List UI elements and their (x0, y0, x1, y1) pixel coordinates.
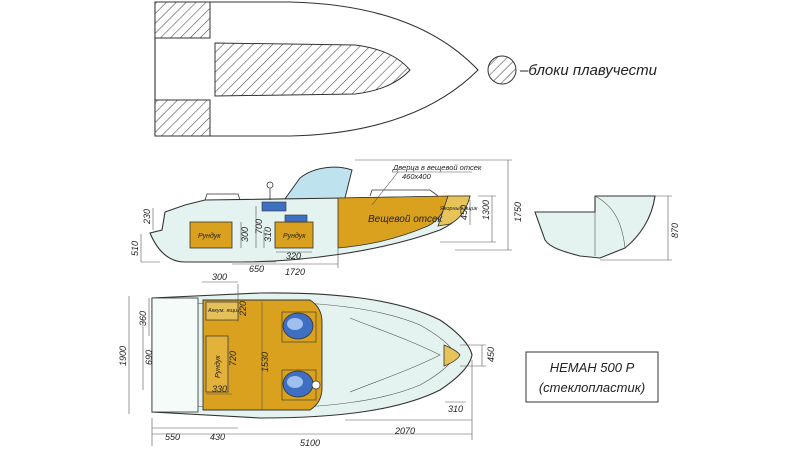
dim-870: 870 (670, 223, 680, 238)
dim-700: 700 (254, 219, 264, 234)
dim-220: 220 (238, 301, 248, 317)
legend: –блоки плавучести (487, 55, 658, 85)
bow-hatch (443, 344, 461, 367)
windshield (280, 166, 353, 204)
plan-dimensions: 300 220 360 690 1900 720 1530 330 550 43… (118, 272, 496, 448)
dim-1720: 1720 (285, 267, 305, 277)
compartment-label: Вещевой отсек (368, 214, 444, 225)
dim-360: 360 (138, 311, 148, 326)
locker-label-front: Рундук (283, 232, 306, 240)
anchor-label: Якорный ящик (439, 205, 478, 212)
rear-rail (204, 193, 241, 201)
side-view: Дверца в вещевой отсек 460х400 Вещевой о… (130, 159, 523, 277)
side-seat-low (284, 214, 308, 223)
dim-330: 330 (212, 384, 227, 394)
door-size: 460х400 (402, 172, 432, 181)
section-view: 870 (534, 195, 680, 261)
dim-1900: 1900 (118, 346, 128, 366)
dim-230: 230 (142, 209, 152, 225)
dim-300-plan: 300 (212, 272, 227, 282)
model-name: НЕМАН 500 Р (550, 360, 635, 375)
battery-label: Аккум. ящик (207, 308, 240, 314)
title-box: НЕМАН 500 Р (стекло­пластик) (525, 351, 659, 403)
material: (стекло­пластик) (539, 380, 645, 395)
side-dimensions: 230 510 300 700 310 320 650 1720 450 130… (130, 159, 523, 277)
buoyancy-plan (154, 1, 479, 137)
front-rail (369, 189, 439, 197)
plan-view: Аккум. ящик Рундук 300 220 360 690 1900 … (118, 272, 496, 448)
dim-720: 720 (228, 351, 238, 366)
locker-rear (189, 221, 233, 249)
dim-1750: 1750 (513, 202, 523, 222)
dim-450-plan: 450 (486, 347, 496, 362)
dim-310: 310 (263, 227, 273, 242)
dim-1300: 1300 (481, 200, 491, 220)
dim-300: 300 (240, 227, 250, 242)
plan-locker-label: Рундук (214, 355, 222, 378)
legend-hatch-swatch (487, 55, 517, 85)
dim-310-plan: 310 (448, 404, 463, 414)
dim-510: 510 (130, 241, 140, 256)
dim-1530: 1530 (260, 352, 270, 372)
buoyancy-block-rear-top (154, 1, 211, 39)
locker-label-rear: Рундук (198, 232, 221, 240)
side-seat (261, 201, 287, 212)
dim-550: 550 (165, 432, 180, 442)
buoyancy-block-rear-bottom (154, 99, 211, 137)
dim-5100: 5100 (300, 438, 320, 448)
dim-650: 650 (249, 264, 264, 274)
legend-label: –блоки плавучести (519, 62, 658, 79)
dim-690: 690 (144, 350, 154, 365)
door-label: Дверца в вещевой отсек (392, 163, 482, 172)
dim-450: 450 (459, 205, 469, 220)
buoyancy-block-keel (214, 42, 411, 97)
dim-320: 320 (286, 251, 301, 261)
anchor-box (437, 195, 471, 227)
dim-430: 430 (210, 432, 225, 442)
dim-2070: 2070 (394, 426, 415, 436)
